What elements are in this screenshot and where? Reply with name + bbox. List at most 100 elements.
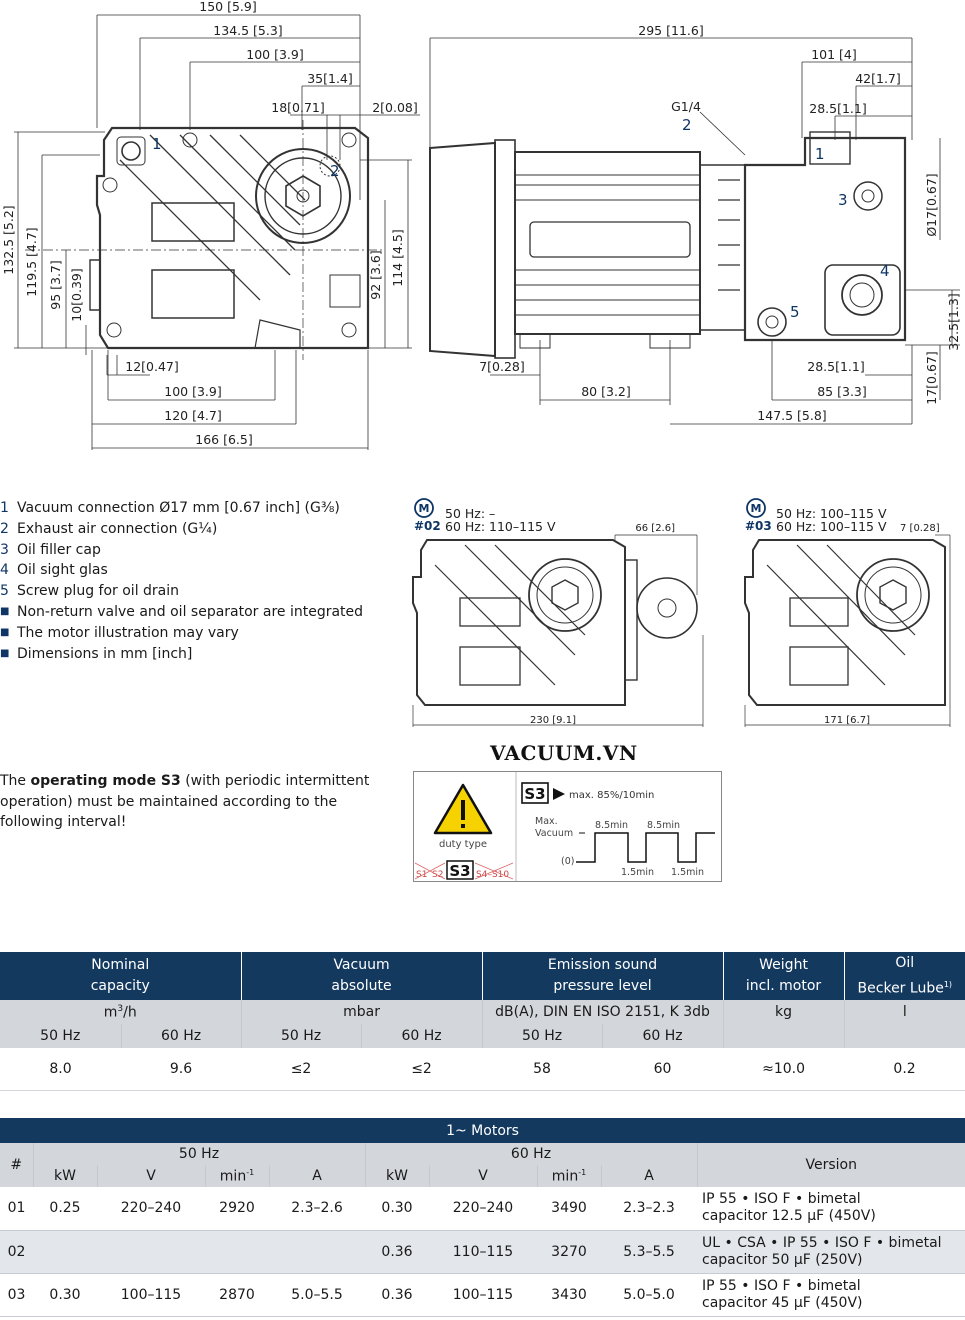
bullet-icon: ■ (0, 605, 10, 617)
note-text: Non-return valve and oil separator are i… (17, 603, 364, 620)
variant-code: #03 (745, 519, 772, 533)
off-duration: 1.5min (621, 867, 654, 878)
dim-diameter-17: Ø17[0.67] (924, 173, 939, 236)
duty-type-label: duty type (439, 839, 487, 850)
legend-text: Oil sight glas (17, 562, 108, 579)
cap-60: 9.6 (121, 1048, 242, 1091)
dim-width-150: 150 [5.9] (199, 0, 256, 14)
weight: ≈10.0 (723, 1048, 845, 1091)
callout-1-side: 1 (815, 145, 825, 163)
on-duration: 8.5min (647, 820, 680, 831)
duty-code-s4-s10: S4–S10 (476, 870, 509, 880)
col-a: A (268, 1165, 365, 1187)
legend: 1 Vacuum connection Ø17 mm [0.67 inch] (G… (0, 498, 363, 664)
dim-length-28: 28.5[1.1] (809, 101, 866, 116)
max-vacuum-label: Max. (535, 816, 558, 827)
col-min: min-1 (204, 1165, 269, 1187)
variant-dim-side: 66 [2.6] (635, 523, 675, 534)
variant-60hz: 60 Hz: 100–115 V (776, 519, 887, 534)
legend-text: Vacuum connection Ø17 mm [0.67 inch] (G⅜… (17, 500, 340, 516)
dim-side-147: 147.5 [5.8] (757, 408, 826, 423)
dim-width-2: 2[0.08] (372, 100, 418, 115)
bullet-icon: ■ (0, 626, 10, 638)
note-text: The motor illustration may vary (17, 624, 239, 641)
variant-dim-width: 230 [9.1] (530, 715, 576, 726)
dim-height-92: 92 [3.6] (368, 250, 383, 300)
hz-col: 50 Hz (40, 1028, 81, 1044)
dim-height-132: 132.5 [5.2] (1, 205, 16, 274)
bullet-icon: ■ (0, 647, 10, 659)
oil: 0.2 (844, 1048, 965, 1091)
motor-m-icon: M (751, 502, 762, 515)
callout-1-front: 1 (152, 135, 162, 153)
dim-foot-100: 100 [3.9] (164, 384, 221, 399)
dim-g14: G1/4 (671, 99, 701, 114)
sound-60: 60 (602, 1048, 724, 1091)
variant-50hz: 50 Hz: 100–115 V (776, 506, 887, 521)
hz-col: 60 Hz (601, 1024, 724, 1048)
col-v: V (428, 1165, 537, 1187)
hz-col: 60 Hz (360, 1024, 483, 1048)
callout-4: 4 (880, 262, 890, 280)
col-v: V (96, 1165, 205, 1187)
unit-capacity: m3/h (103, 1003, 137, 1021)
legend-num: 2 (0, 520, 9, 537)
hz-col: 50 Hz (240, 1024, 362, 1048)
callout-2-side: 2 (682, 116, 692, 134)
legend-num: 5 (0, 583, 9, 600)
dim-side-7: 7[0.28] (479, 359, 525, 374)
dim-width-35: 35[1.4] (307, 71, 353, 86)
play-arrow-icon (553, 788, 565, 800)
col-a: A (600, 1165, 697, 1187)
side-view (429, 131, 907, 359)
dim-height-10: 10[0.39] (69, 268, 84, 322)
zero-label: (0) (561, 856, 574, 867)
dim-height-114: 114 [4.5] (390, 229, 405, 286)
dim-side-28: 28.5[1.1] (807, 359, 864, 374)
unit-sound: dB(A), DIN EN ISO 2151, K 3db (481, 1000, 724, 1024)
legend-num: 4 (0, 562, 9, 579)
spec-values-row: 8.0 9.6 ≤2 ≤2 58 60 ≈10.0 0.2 (0, 1048, 965, 1091)
col-kw: kW (364, 1165, 429, 1187)
variant-60hz: 60 Hz: 110–115 V (445, 519, 556, 534)
col-hash: # (10, 1157, 23, 1173)
motor-m-icon: M (419, 502, 430, 515)
legend-text: Oil filler cap (17, 541, 101, 558)
vac-60: ≤2 (361, 1048, 483, 1091)
legend-num: 1 (0, 500, 9, 516)
col-kw: kW (32, 1165, 97, 1187)
duty-max-text: max. 85%/10min (569, 790, 654, 801)
legend-num: 3 (0, 541, 9, 558)
s3-badge: S3 (524, 785, 545, 803)
col-50hz: 50 Hz (32, 1143, 365, 1165)
vac-50: ≤2 (241, 1048, 362, 1091)
dim-foot-120: 120 [4.7] (164, 408, 221, 423)
max-vacuum-label: Vacuum (535, 828, 573, 839)
dim-foot-12: 12[0.47] (125, 359, 179, 374)
hz-col: 50 Hz (481, 1024, 603, 1048)
drawing-labels: 150 [5.9] 134.5 [5.3] 100 [3.9] 35[1.4] … (1, 0, 961, 447)
hz-col: 60 Hz (120, 1024, 242, 1048)
cap-50: 8.0 (0, 1048, 121, 1091)
off-duration: 1.5min (671, 867, 704, 878)
dim-length-101: 101 [4] (811, 47, 857, 62)
dim-length-295: 295 [11.6] (638, 23, 703, 38)
duty-type-diagram: duty type S1 S2 S3 S4–S10 S3 max. 85%/10… (413, 771, 722, 882)
dim-side-85: 85 [3.3] (817, 384, 867, 399)
variant-dim-width: 171 [6.7] (824, 715, 870, 726)
operating-mode-note: The operating mode S3 (with periodic int… (0, 773, 370, 830)
motor-variants: M #02 50 Hz: – 60 Hz: 110–115 V 66 [2.6]… (412, 498, 951, 727)
dim-width-18: 18[0.71] (271, 100, 325, 115)
unit-oil: l (843, 1000, 965, 1024)
legend-text: Exhaust air connection (G¼) (17, 520, 218, 537)
variant-50hz: 50 Hz: – (445, 506, 495, 521)
dim-foot-166: 166 [6.5] (195, 432, 252, 447)
variant-dim-side: 7 [0.28] (900, 523, 940, 534)
